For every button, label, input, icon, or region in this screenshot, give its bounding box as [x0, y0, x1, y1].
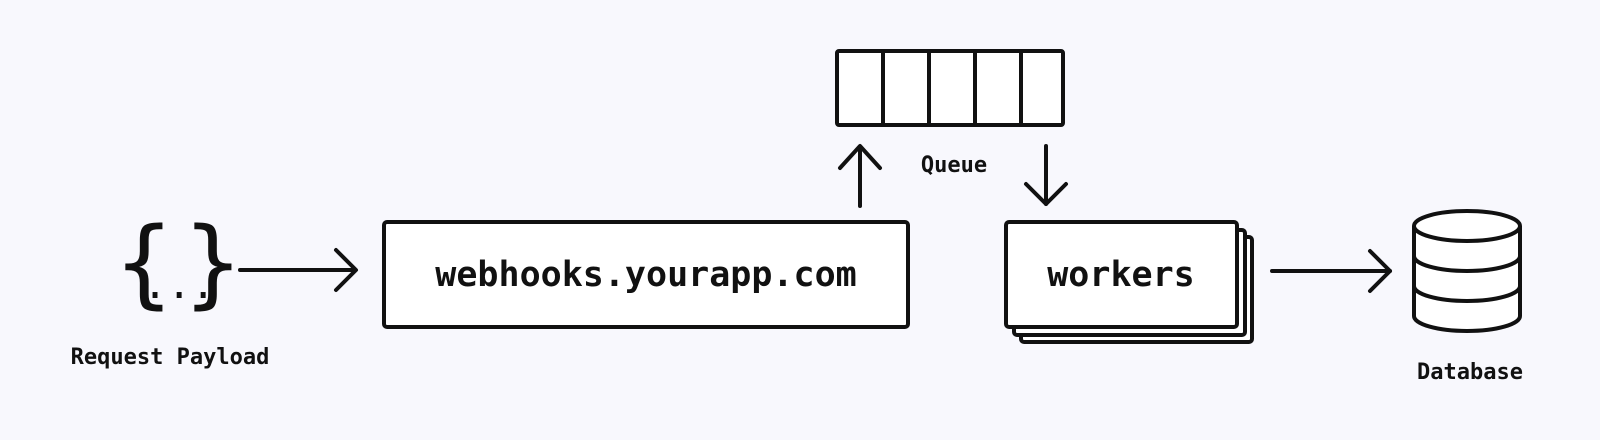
queue-icon	[835, 49, 1065, 127]
ellipsis: ...	[143, 262, 215, 308]
arrow-payload-to-webhooks	[238, 248, 358, 292]
webhooks-node: webhooks.yourapp.com	[382, 220, 910, 329]
database-icon	[1412, 209, 1522, 333]
queue-node: Queue	[835, 49, 1065, 178]
request-payload-node: { ... } Request Payload	[71, 207, 270, 370]
queue-frame	[835, 49, 1065, 127]
workers-box	[1004, 220, 1239, 329]
arrow-queue-to-workers	[1024, 144, 1068, 206]
queue-label: Queue	[921, 153, 987, 178]
database-label: Database	[1417, 360, 1523, 385]
webhooks-label: webhooks.yourapp.com	[435, 255, 856, 295]
request-payload-label: Request Payload	[71, 345, 270, 370]
json-braces-icon: { ... }	[115, 207, 242, 319]
webhooks-box	[382, 220, 910, 329]
workers-node: workers	[1004, 220, 1254, 344]
open-brace: {	[115, 207, 173, 319]
close-brace: }	[184, 207, 242, 319]
database-node: Database	[1412, 209, 1523, 385]
workers-label: workers	[1047, 255, 1195, 295]
arrow-webhooks-to-queue	[838, 144, 882, 208]
arrow-workers-to-database	[1270, 249, 1392, 293]
